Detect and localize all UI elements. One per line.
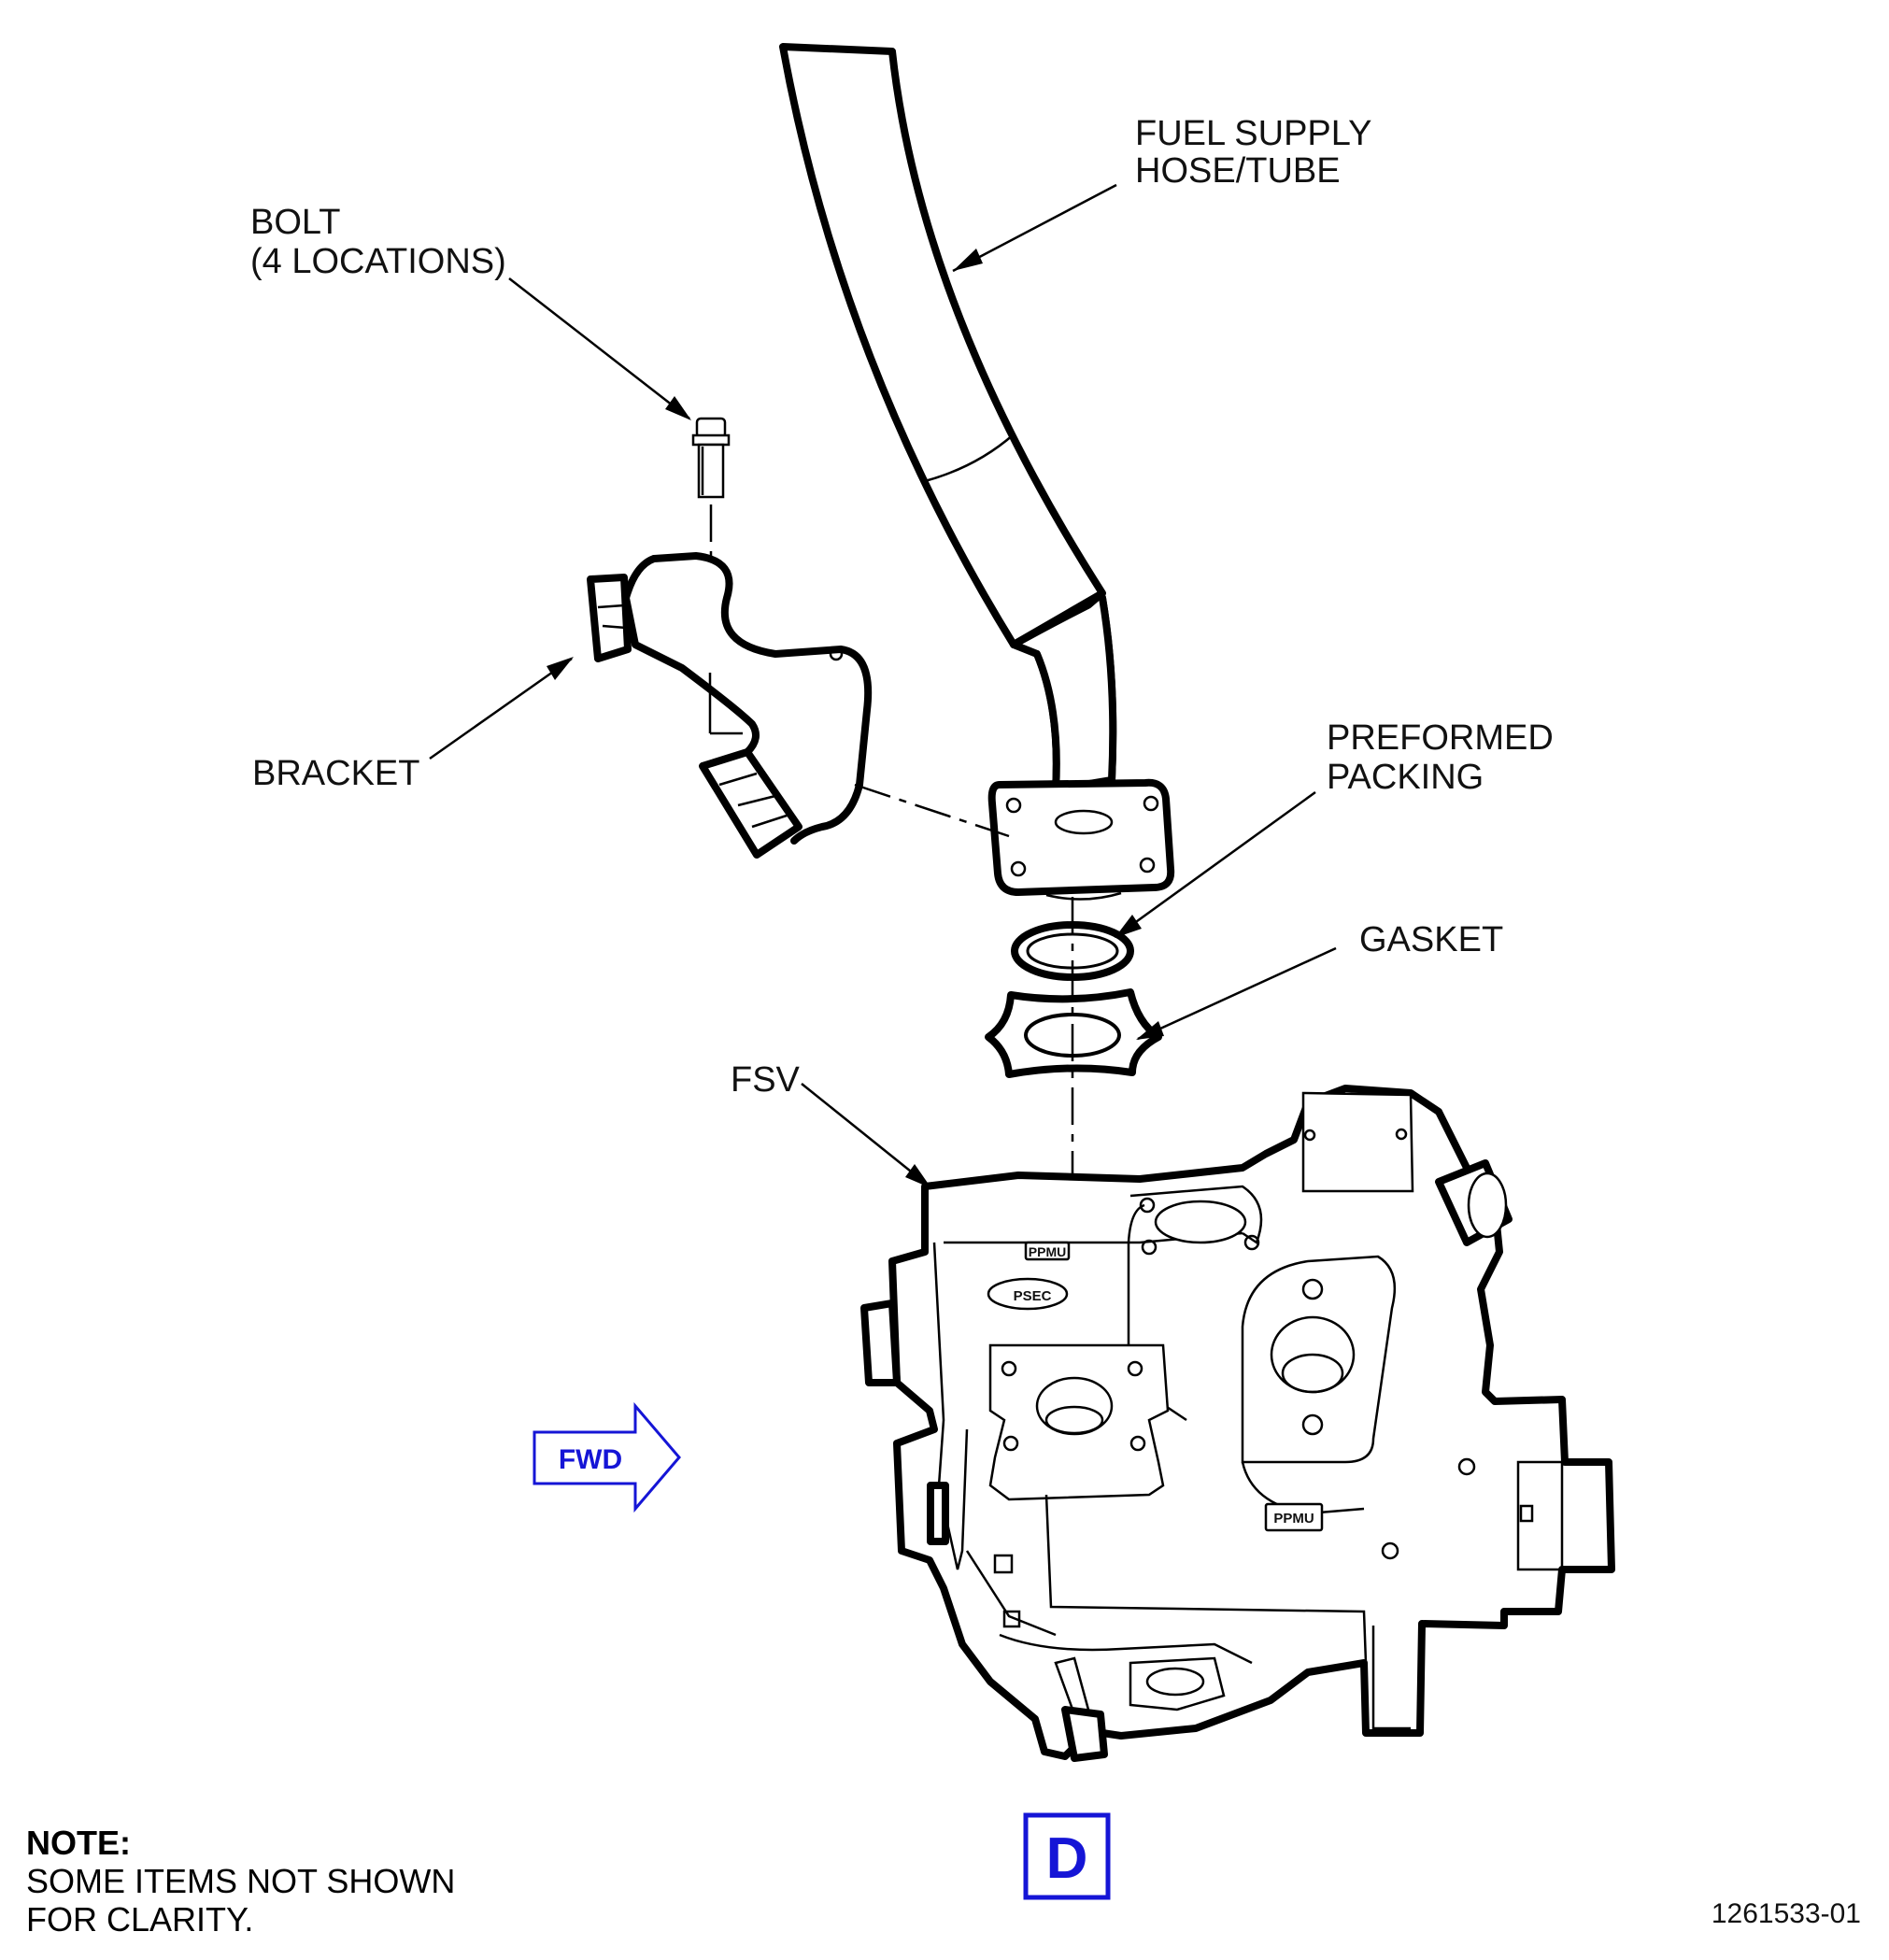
bolt-leader <box>508 277 690 419</box>
fuel-supply-leader <box>952 183 1117 273</box>
figure-number: 1261533-01 <box>1711 1898 1861 1929</box>
psec-marking: PSEC <box>1014 1288 1052 1304</box>
bolt-label-line1: BOLT <box>250 203 340 242</box>
bracket <box>587 552 1010 859</box>
note-line-2: FOR CLARITY. <box>26 1900 253 1939</box>
bolt-label-line2: (4 LOCATIONS) <box>250 242 506 281</box>
forward-direction-arrow: FWD <box>533 1401 681 1513</box>
fuel-supply-label-line2: HOSE/TUBE <box>1135 151 1341 191</box>
fuel-shutoff-valve: PPMU PSEC PPMU <box>860 1085 1615 1762</box>
fwd-label: FWD <box>559 1444 622 1475</box>
ppmu-side-marking: PPMU <box>1273 1511 1314 1527</box>
gasket-arrowhead <box>1136 1021 1164 1040</box>
preformed-packing-leader <box>1115 790 1316 938</box>
preformed-packing-label-line2: PACKING <box>1327 758 1484 797</box>
fuel-supply-label-line1: FUEL SUPPLY <box>1135 114 1371 153</box>
note-block: NOTE: SOME ITEMS NOT SHOWN FOR CLARITY. <box>26 1824 455 1939</box>
bracket-label: BRACKET <box>252 754 419 793</box>
note-line-1: SOME ITEMS NOT SHOWN <box>26 1862 455 1900</box>
gasket-label: GASKET <box>1359 920 1503 959</box>
gasket-leader <box>1137 946 1337 1041</box>
fsv-label: FSV <box>731 1060 801 1100</box>
view-label-box: D <box>1023 1812 1111 1900</box>
fsv-leader <box>801 1083 930 1187</box>
note-title: NOTE: <box>26 1824 131 1862</box>
fsv-arrowhead <box>905 1164 931 1188</box>
preformed-packing-label-line1: PREFORMED <box>1327 718 1554 758</box>
bolt-arrowhead <box>665 396 691 420</box>
view-label-letter: D <box>1046 1826 1088 1891</box>
ppmu-top-marking: PPMU <box>1029 1244 1066 1259</box>
bracket-leader <box>429 657 573 760</box>
preformed-packing-arrowhead <box>1115 915 1142 938</box>
fuel-supply-arrowhead <box>953 249 983 271</box>
fuel-supply-hose-tube <box>779 43 1175 901</box>
bracket-arrowhead <box>547 657 574 680</box>
